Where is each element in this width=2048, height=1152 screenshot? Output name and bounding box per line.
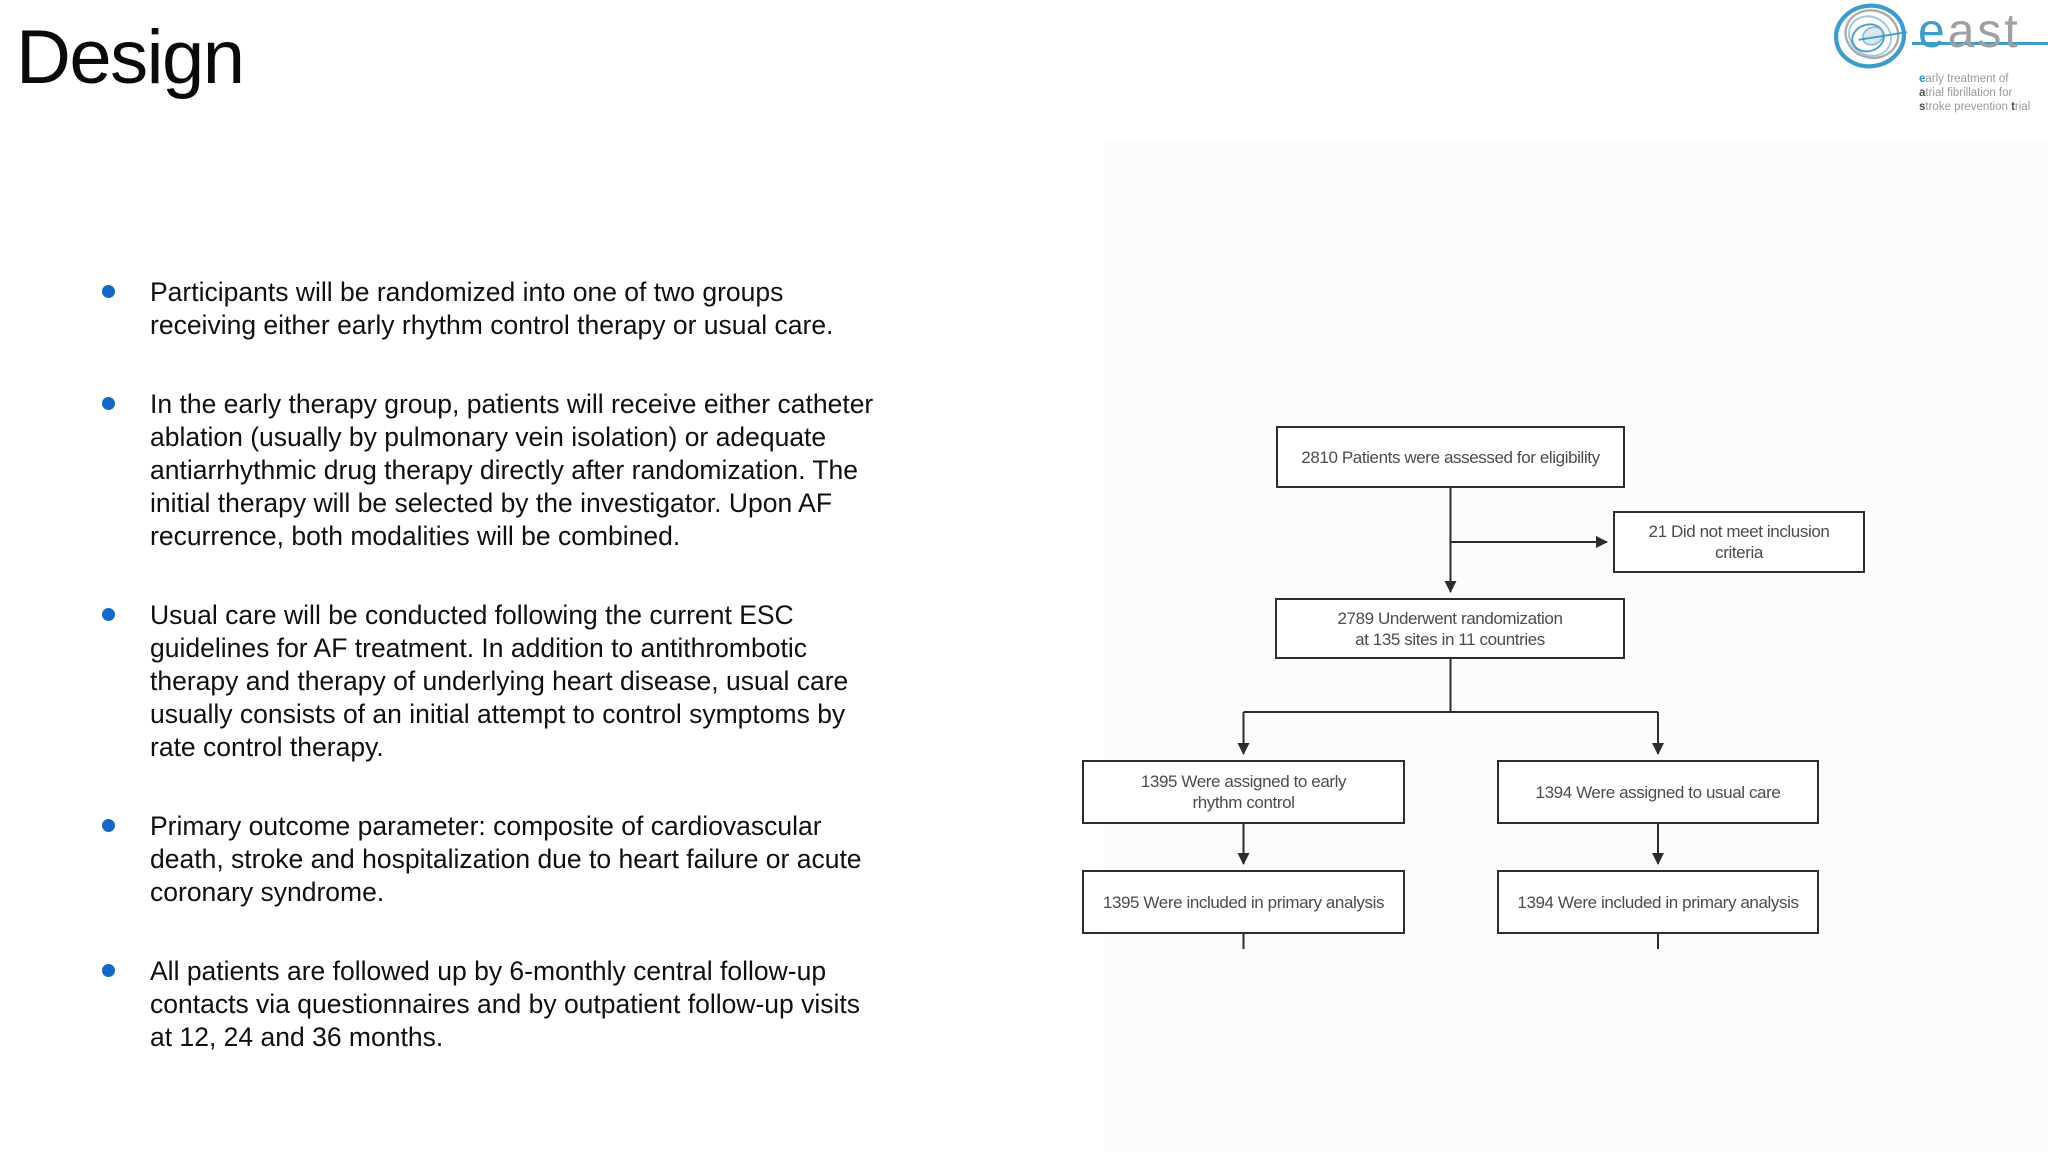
flow-box-not-included: 21 Did not meet inclusion criteria bbox=[1613, 511, 1865, 573]
flow-box-line: 21 Did not meet inclusion bbox=[1648, 522, 1830, 541]
bullet-line: death, stroke and hospitalization due to… bbox=[150, 844, 862, 874]
east-wordmark-letter: s bbox=[1977, 5, 2005, 58]
bullet-line: guidelines for AF treatment. In addition… bbox=[150, 633, 807, 663]
bullet-line: coronary syndrome. bbox=[150, 877, 385, 907]
east-tagline-line: stroke prevention trial bbox=[1919, 101, 2031, 113]
bullet-line: ablation (usually by pulmonary vein isol… bbox=[150, 422, 827, 452]
east-wordmark-letter: a bbox=[1947, 5, 1978, 58]
bullet-line: Usual care will be conducted following t… bbox=[150, 600, 794, 630]
flow-box-line: criteria bbox=[1715, 543, 1763, 562]
bullet-line: contacts via questionnaires and by outpa… bbox=[150, 989, 861, 1019]
bullet-list: Participants will be randomized into one… bbox=[75, 276, 1035, 1100]
bullet-line: In the early therapy group, patients wil… bbox=[150, 389, 874, 419]
page-title: Design bbox=[16, 15, 245, 100]
bullet-item: Usual care will be conducted following t… bbox=[75, 599, 1035, 764]
bullet-line: receiving either early rhythm control th… bbox=[150, 310, 834, 340]
east-tagline-line: early treatment of bbox=[1919, 73, 2009, 85]
flow-box-line: 2789 Underwent randomization bbox=[1337, 608, 1563, 628]
bullet-line: initial therapy will be selected by the … bbox=[150, 488, 833, 518]
bullet-line: rate control therapy. bbox=[150, 732, 384, 762]
bullet-line: Primary outcome parameter: composite of … bbox=[150, 811, 822, 841]
bullet-line: usually consists of an initial attempt t… bbox=[150, 699, 846, 729]
east-logo: east early treatment of atrial fibrillat… bbox=[1830, 0, 2048, 128]
bullet-line: All patients are followed up by 6-monthl… bbox=[150, 956, 827, 986]
bullet-item: All patients are followed up by 6-monthl… bbox=[75, 955, 1035, 1054]
flow-box-line: at 135 sites in 11 countries bbox=[1355, 629, 1545, 649]
bullet-line: antiarrhythmic drug therapy directly aft… bbox=[150, 455, 858, 485]
flow-box-line: rhythm control bbox=[1192, 793, 1295, 812]
east-tagline: early treatment of atrial fibrillation f… bbox=[1919, 72, 2030, 114]
east-tagline-line: atrial fibrillation for bbox=[1919, 87, 2013, 99]
flow-box-line: 2810 Patients were assessed for eligibil… bbox=[1301, 447, 1600, 467]
bullet-line: therapy and therapy of underlying heart … bbox=[150, 666, 849, 696]
flow-box-line: 1395 Were included in primary analysis bbox=[1102, 892, 1385, 912]
flow-box-line: 1395 Were assigned to early bbox=[1140, 772, 1347, 791]
bullet-line: recurrence, both modalities will be comb… bbox=[150, 521, 681, 551]
flow-box-usual-care: 1394 Were assigned to usual care bbox=[1497, 760, 1819, 824]
bullet-line: Participants will be randomized into one… bbox=[150, 277, 784, 307]
flow-box-early-rhythm: 1395 Were assigned to early rhythm contr… bbox=[1082, 760, 1405, 824]
flow-box-early-analysis: 1395 Were included in primary analysis bbox=[1082, 870, 1405, 934]
flow-box-randomized: 2789 Underwent randomization at 135 site… bbox=[1275, 598, 1625, 659]
bullet-item: In the early therapy group, patients wil… bbox=[75, 388, 1035, 553]
east-wordmark-strike-line bbox=[1912, 42, 2048, 45]
bullet-dot-icon bbox=[102, 819, 115, 832]
bullet-item: Participants will be randomized into one… bbox=[75, 276, 1035, 342]
east-wordmark: east bbox=[1918, 4, 2021, 59]
bullet-dot-icon bbox=[102, 608, 115, 621]
east-logo-swirl-icon bbox=[1833, 3, 1907, 69]
bullet-dot-icon bbox=[102, 397, 115, 410]
flow-box-line: 1394 Were assigned to usual care bbox=[1535, 782, 1781, 802]
flow-box-assessed: 2810 Patients were assessed for eligibil… bbox=[1276, 426, 1625, 488]
bullet-item: Primary outcome parameter: composite of … bbox=[75, 810, 1035, 909]
east-wordmark-letter: t bbox=[2004, 5, 2021, 58]
flow-box-usual-analysis: 1394 Were included in primary analysis bbox=[1497, 870, 1819, 934]
bullet-dot-icon bbox=[102, 285, 115, 298]
bullet-dot-icon bbox=[102, 964, 115, 977]
bullet-line: at 12, 24 and 36 months. bbox=[150, 1022, 444, 1052]
flow-box-line: 1394 Were included in primary analysis bbox=[1517, 892, 1799, 912]
east-wordmark-letter: e bbox=[1918, 5, 1948, 58]
